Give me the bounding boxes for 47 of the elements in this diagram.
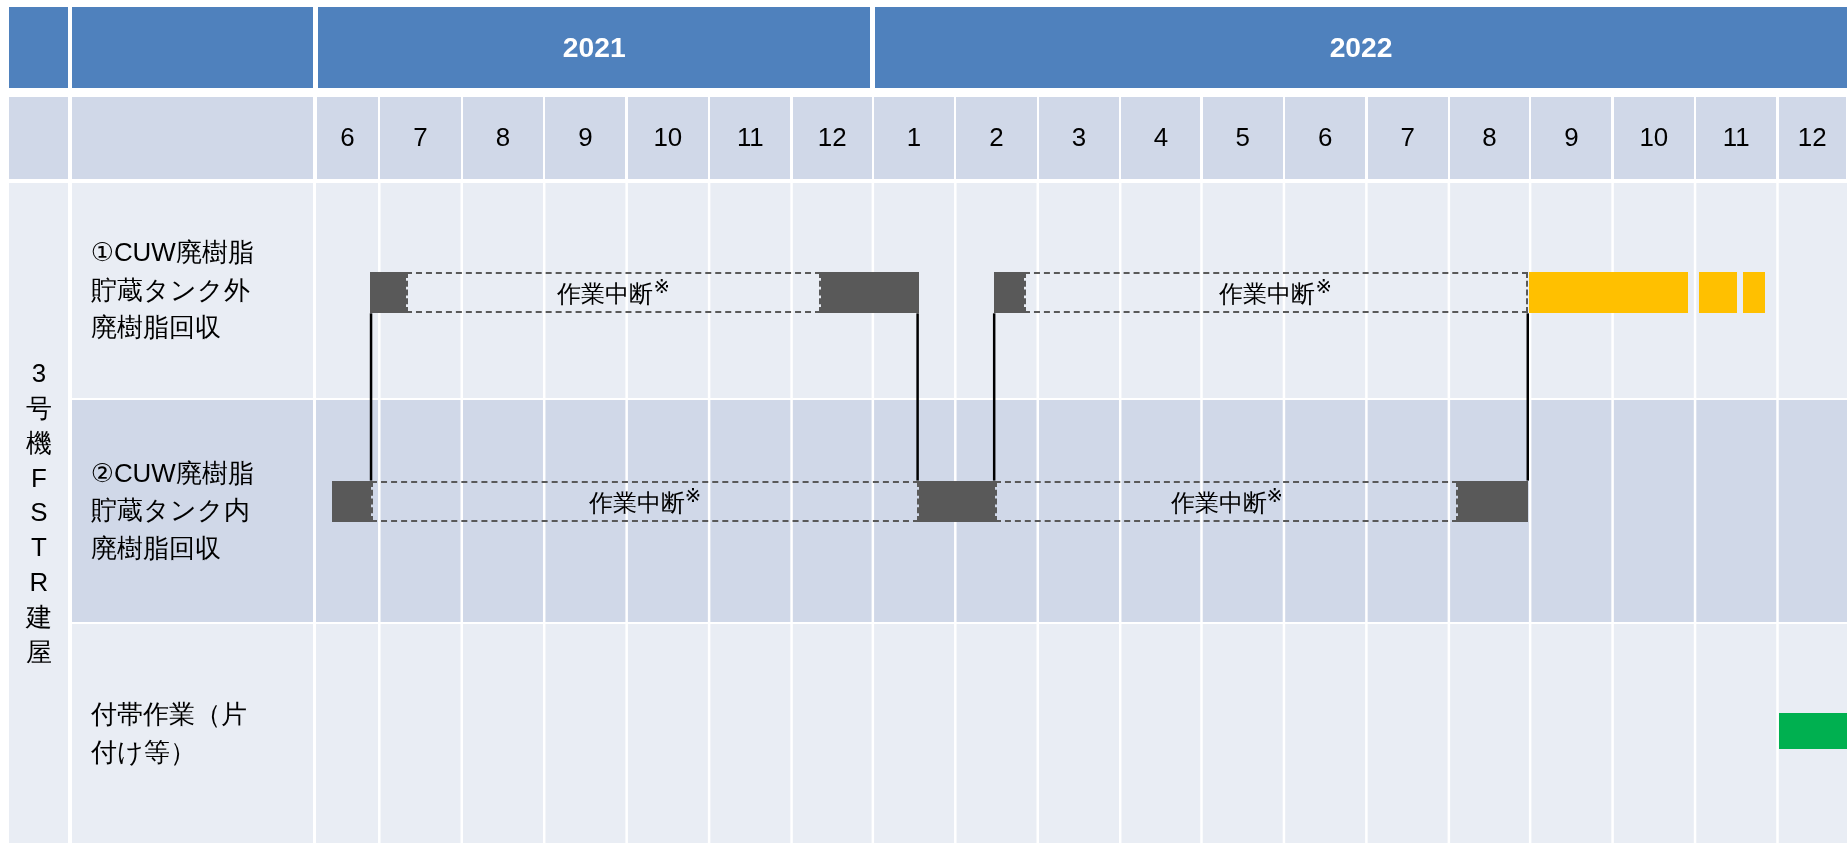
month-header: 6 xyxy=(316,96,379,180)
status-text: 作業中断$^{※}$ xyxy=(1219,275,1332,310)
task-label: ①CUW廃樹脂貯蔵タンク外廃樹脂回収 xyxy=(71,182,314,399)
month-header: 12 xyxy=(792,96,872,180)
task-label: 付帯作業（片付け等） xyxy=(71,624,314,843)
month-header: 11 xyxy=(710,96,791,180)
month-header: 11 xyxy=(1696,96,1777,180)
suspension-box xyxy=(995,480,1459,522)
month-header: 8 xyxy=(1450,96,1529,180)
suspension-box xyxy=(406,272,821,314)
status-text: 作業中断$^{※}$ xyxy=(557,275,670,310)
month-header: 1 xyxy=(874,96,955,180)
connector-line xyxy=(369,313,373,481)
section-label: 3号機FSTR建屋 xyxy=(9,182,69,843)
month-header: 9 xyxy=(1531,96,1612,180)
connector-line xyxy=(916,313,919,481)
month-header: 5 xyxy=(1202,96,1283,180)
task-label: ②CUW廃樹脂貯蔵タンク内廃樹脂回収 xyxy=(71,400,314,622)
month-header: 4 xyxy=(1121,96,1201,180)
month-header: 10 xyxy=(1613,96,1694,180)
connector-line xyxy=(992,313,996,481)
year-header: 2021 xyxy=(318,7,871,89)
suspension-box xyxy=(1023,272,1528,314)
month-header: 10 xyxy=(627,96,708,180)
schedule-bar xyxy=(1528,272,1688,314)
connector-line xyxy=(1526,313,1530,481)
schedule-bar xyxy=(918,480,996,522)
month-header: 7 xyxy=(380,96,461,180)
month-header: 8 xyxy=(462,96,543,180)
suspension-box xyxy=(371,480,919,522)
month-header: 12 xyxy=(1778,96,1846,180)
month-header: 2 xyxy=(956,96,1037,180)
schedule-bar xyxy=(369,272,407,314)
month-header: 7 xyxy=(1367,96,1448,180)
year-header: 2022 xyxy=(875,7,1847,89)
status-text: 作業中断$^{※}$ xyxy=(588,483,702,518)
month-header: 6 xyxy=(1285,96,1366,180)
schedule-bar xyxy=(1698,272,1738,314)
schedule-bar xyxy=(1458,480,1528,522)
schedule-bar xyxy=(332,480,372,522)
status-text: 作業中断$^{※}$ xyxy=(1170,483,1284,518)
month-header: 3 xyxy=(1038,96,1120,180)
schedule-bar xyxy=(994,272,1024,314)
schedule-bar xyxy=(821,272,919,314)
schedule-bar xyxy=(1743,272,1765,314)
month-header: 9 xyxy=(545,96,626,180)
schedule-bar xyxy=(1778,712,1847,750)
